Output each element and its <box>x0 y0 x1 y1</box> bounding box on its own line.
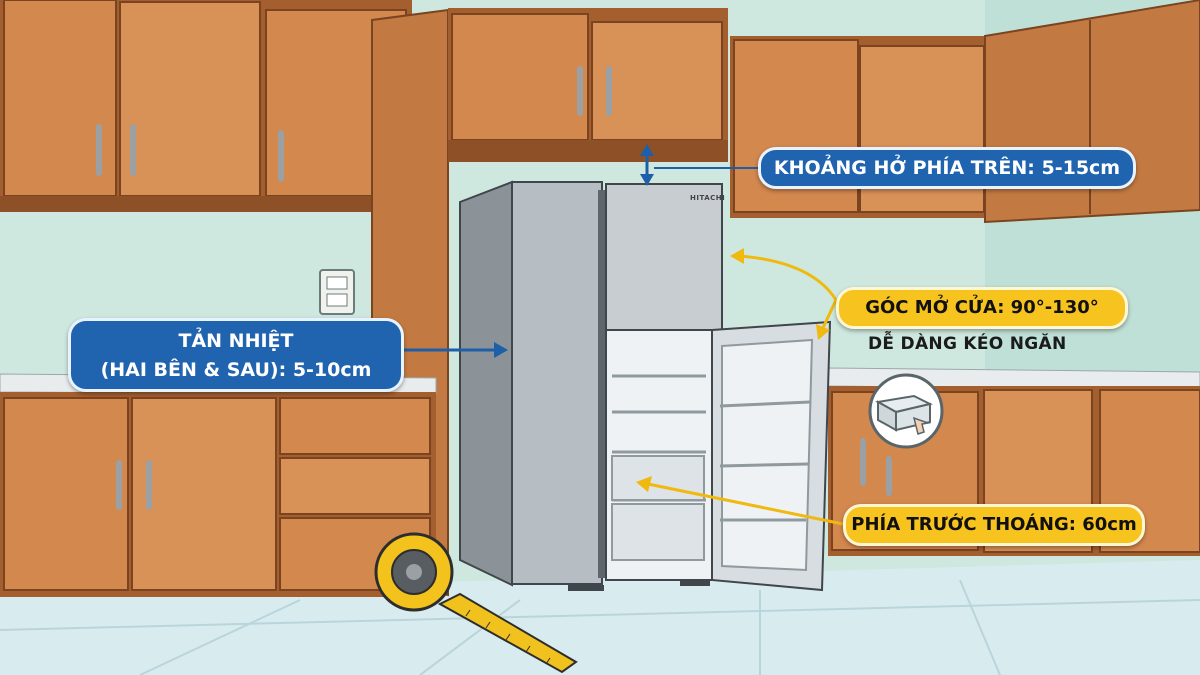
front-clearance-label: PHÍA TRƯỚC THOÁNG: 60cm <box>843 504 1145 546</box>
tape-measure-icon <box>374 532 578 674</box>
door-angle-arrow <box>730 248 838 340</box>
door-angle-label: GÓC MỞ CỬA: 90°-130° <box>836 287 1128 329</box>
fridge-brand-logo: HITACHI <box>690 194 726 202</box>
floor-tiles <box>0 579 1200 675</box>
fridge-side <box>459 180 513 587</box>
door-subcaption: DỄ DÀNG KÉO NGĂN <box>868 334 1067 354</box>
front-arrow <box>636 476 844 526</box>
top-clearance-label: KHOẢNG HỞ PHÍA TRÊN: 5-15cm <box>758 147 1136 189</box>
side-cooling-label: TẢN NHIỆT (HAI BÊN & SAU): 5-10cm <box>68 318 404 392</box>
lower-cabinets-left <box>0 392 436 597</box>
side-cooling-line2: (HAI BÊN & SAU): 5-10cm <box>100 359 372 381</box>
fridge-upper-right-door <box>605 183 723 331</box>
power-outlet-icon <box>319 269 355 315</box>
upper-cabinets-left <box>0 0 412 212</box>
upper-cabinet-above-fridge <box>448 8 728 162</box>
fridge-left-door <box>511 181 603 585</box>
arrow-icon <box>404 342 508 358</box>
side-cooling-line1: TẢN NHIỆT <box>178 330 294 352</box>
drawer-pull-icon <box>868 373 944 449</box>
double-arrow-icon <box>640 144 758 186</box>
